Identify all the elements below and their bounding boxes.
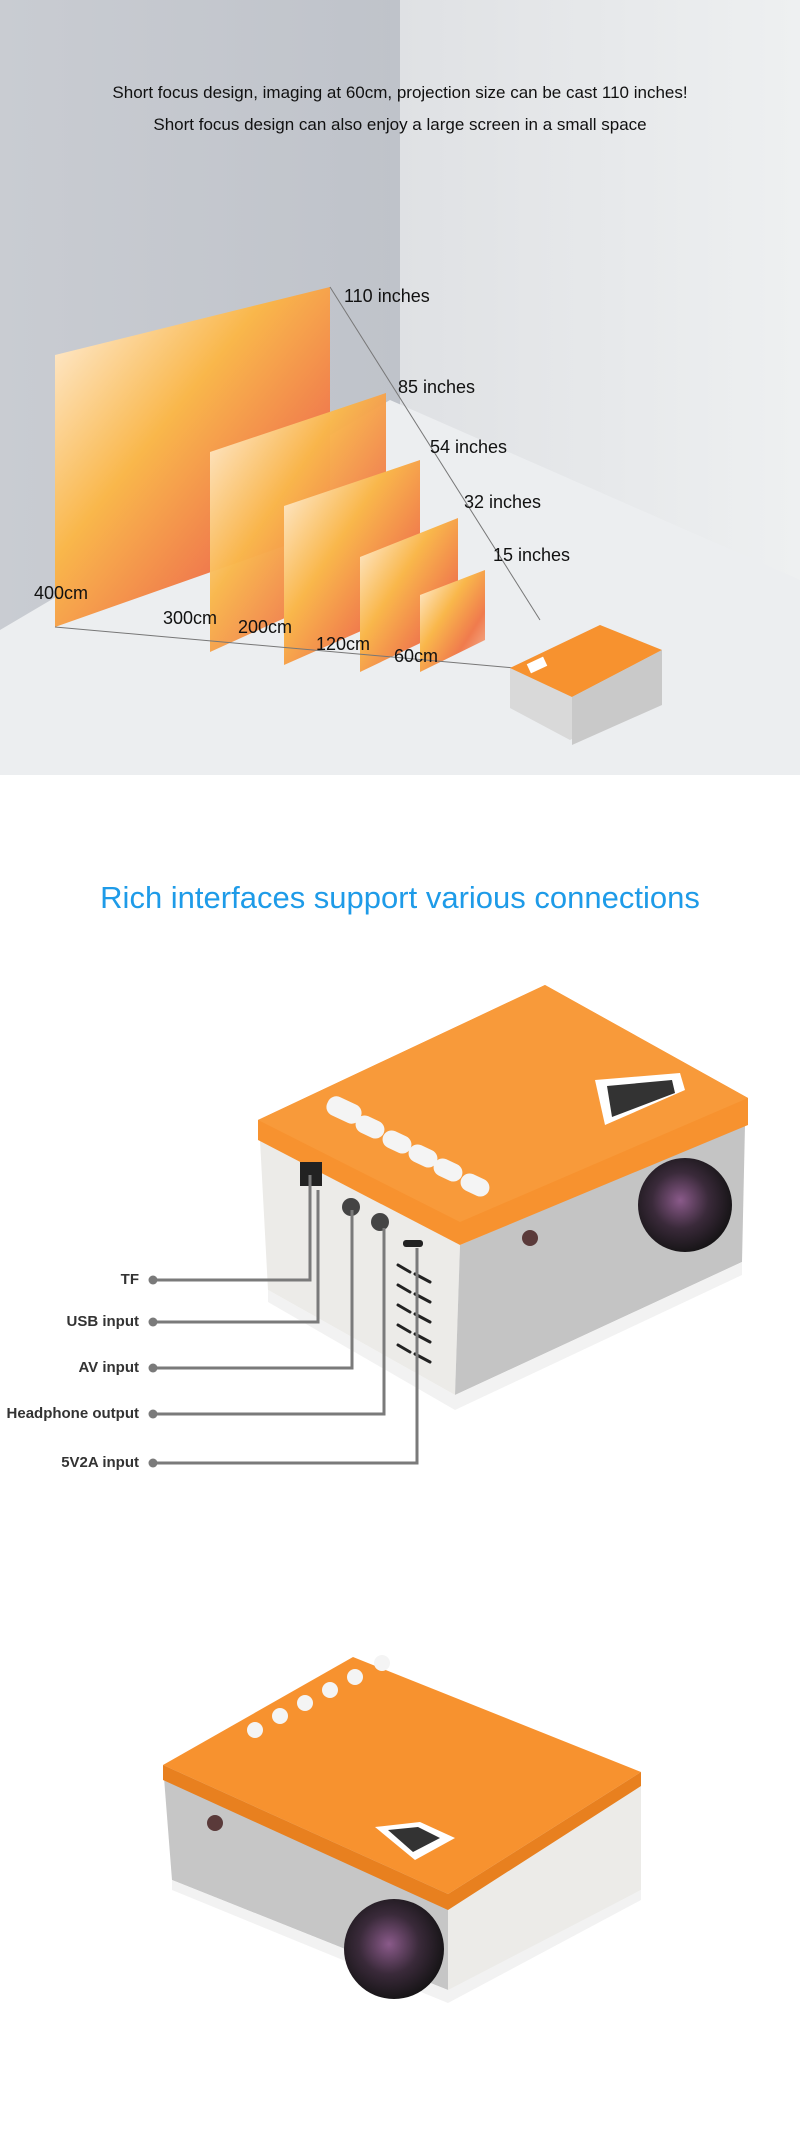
port-label-av-input: AV input bbox=[78, 1359, 139, 1376]
projection-scene: Short focus design, imaging at 60cm, pro… bbox=[0, 0, 800, 775]
port-label-headphone-output: Headphone output bbox=[6, 1405, 139, 1422]
small-projector-icon bbox=[510, 625, 662, 745]
distance-label-300: 300cm bbox=[163, 608, 218, 628]
room-illustration bbox=[0, 0, 800, 775]
intro-line-1: Short focus design, imaging at 60cm, pro… bbox=[112, 83, 688, 102]
distance-label-60: 60cm bbox=[394, 646, 439, 666]
size-label-85: 85 inches bbox=[398, 377, 476, 397]
projected-screens bbox=[55, 287, 485, 672]
distance-label-200: 200cm bbox=[238, 617, 293, 637]
interfaces-heading: Rich interfaces support various connecti… bbox=[100, 880, 700, 915]
size-label-15: 15 inches bbox=[493, 545, 571, 565]
size-label-32: 32 inches bbox=[464, 492, 542, 512]
callout-dots bbox=[148, 1275, 158, 1468]
port-label-5v2a-input: 5V2A input bbox=[61, 1454, 139, 1471]
size-label-110: 110 inches bbox=[344, 286, 430, 306]
callout-lines bbox=[153, 1175, 419, 1465]
intro-line-2: Short focus design can also enjoy a larg… bbox=[153, 115, 647, 134]
size-label-54: 54 inches bbox=[430, 437, 508, 457]
distance-label-400: 400cm bbox=[34, 583, 89, 603]
port-label-tf: TF bbox=[120, 1271, 139, 1288]
projector-side-view bbox=[258, 985, 748, 1410]
port-label-usb-input: USB input bbox=[66, 1313, 140, 1330]
distance-label-120: 120cm bbox=[316, 634, 371, 654]
projector-front-view bbox=[163, 1655, 641, 2003]
